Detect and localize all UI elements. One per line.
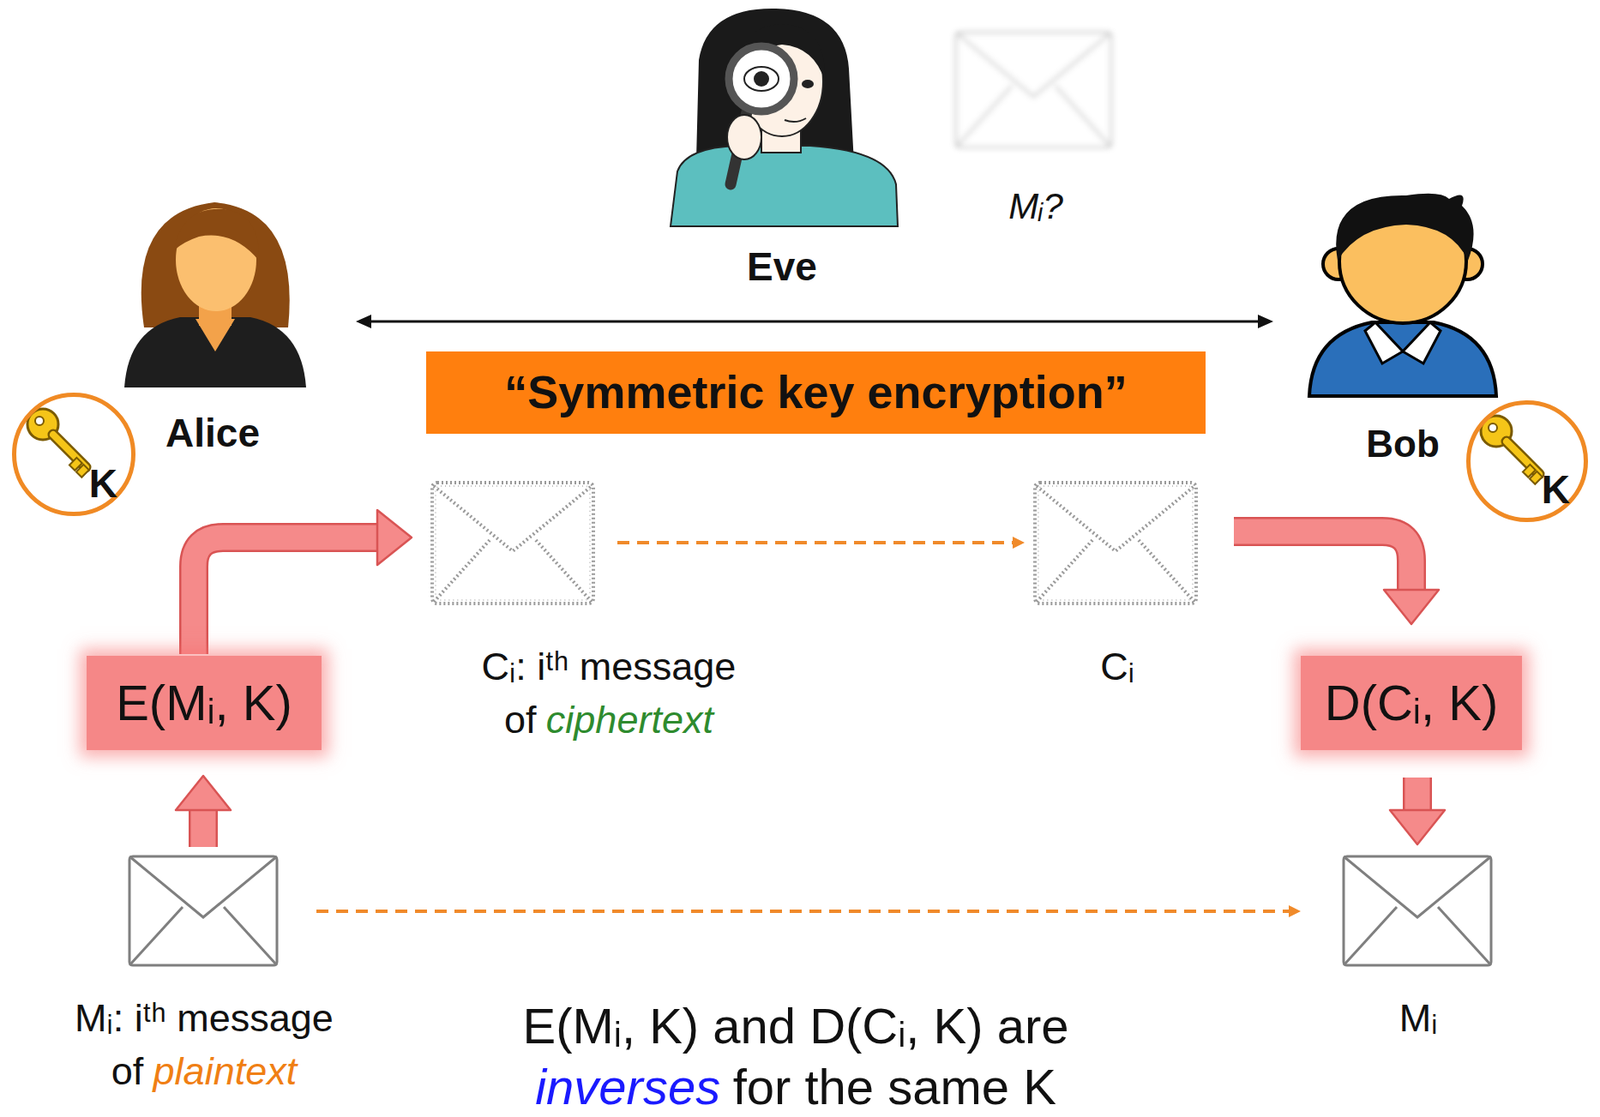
ciphertext-envelope [1034,482,1197,604]
key-badge: K [1466,400,1588,523]
caption: Mᵢ: iᵗʰ messageofplaintext [74,992,334,1099]
alice-illustration [124,202,307,388]
dashed-arrow [617,536,1025,549]
arrow-outline [188,808,218,848]
text-label: E(Mᵢ, K) [115,675,293,731]
arrow-line [617,541,1015,545]
arrow-body [1405,777,1431,813]
block-arrow [1233,531,1439,625]
arrow-outline [193,537,379,655]
text-label: Mᵢ [1399,996,1438,1041]
title-band: “Symmetric key encryption” [426,351,1206,434]
arrow-body [193,537,379,655]
plaintext-envelope-node: Mᵢ: iᵗʰ messageofplaintext [127,854,279,968]
caption: Bob [1365,418,1440,471]
text-label: Cᵢ [1100,644,1135,689]
caption: Mᵢ? [1008,181,1064,232]
arrow-head [355,314,372,329]
text-label: plaintext [153,1049,298,1094]
arrow-outline [1233,531,1412,592]
text-label: Bob [1365,422,1440,465]
encrypt-box: E(Mᵢ, K) [86,655,322,751]
plaintext-envelope [1343,856,1492,966]
text-label: K [1541,469,1570,510]
text-label: of [111,1049,145,1094]
text-label: Alice [165,410,260,456]
caption: Eve [746,240,818,295]
caption-line: Cᵢ [1100,640,1135,694]
decrypt-box: D(Cᵢ, K) [1300,655,1522,751]
block-arrow [1389,777,1445,845]
ciphertext-envelope-node: Cᵢ: iᵗʰ messageofciphertext [428,479,597,608]
note-text: E(Mᵢ, K) and D(Cᵢ, K) areinversesfor the… [522,996,1069,1117]
caption-line: ofciphertext [481,693,737,747]
bob-illustration [1309,193,1497,397]
caption: Alice [165,406,260,461]
text-label: Mᵢ: iᵗʰ message [74,996,334,1041]
intercepted-envelope: Mᵢ? [954,30,1113,149]
eve-figure: Eve [668,8,899,228]
alice-figure: Alice [122,198,307,388]
text-label: of [504,697,537,742]
text-label: ciphertext [546,697,714,742]
caption: Cᵢ [1100,640,1135,694]
eve-illustration [670,8,898,227]
plaintext-envelope [129,856,277,966]
text-label: D(Cᵢ, K) [1324,675,1498,731]
note-line: E(Mᵢ, K) and D(Cᵢ, K) are [522,996,1069,1058]
caption-line: Mᵢ [1399,992,1438,1046]
block-arrow [193,510,412,655]
arrow-head [1012,536,1025,549]
arrow-head [1288,905,1301,918]
arrow-head [377,510,412,566]
text-label: Mᵢ? [1008,186,1064,227]
arrow-body [1233,531,1412,592]
arrow-line [316,909,1291,914]
key-icon [1480,415,1543,485]
caption-line: Alice [165,406,260,461]
dashed-arrow [316,905,1301,918]
plaintext-envelope-node: Mᵢ [1341,854,1493,968]
caption: Cᵢ: iᵗʰ messageofciphertext [481,640,737,747]
caption-line: Mᵢ? [1008,181,1064,232]
text-label: E(Mᵢ, K) and D(Cᵢ, K) are [522,998,1069,1054]
caption: Mᵢ [1399,992,1438,1046]
caption-line: ofplaintext [74,1045,334,1099]
blurred-envelope [956,32,1112,147]
block-arrow [175,775,231,848]
text-label: Cᵢ: iᵗʰ message [481,644,737,689]
caption-line: Bob [1365,418,1440,471]
arrow-head [175,775,231,811]
text-label: “Symmetric key encryption” [504,366,1127,418]
arrow-head [1383,589,1439,625]
text-label: for the same K [733,1058,1057,1115]
arrow-head [1389,810,1445,845]
bob-figure: Bob [1305,193,1500,398]
caption-line: Mᵢ: iᵗʰ message [74,992,334,1046]
note-line: inversesfor the same K [522,1057,1069,1117]
key-icon [27,409,90,478]
arrow-body [191,808,217,848]
text-label: Eve [746,244,818,289]
text-label: inverses [535,1058,721,1115]
ciphertext-envelope [432,482,594,604]
arrow-head [1257,314,1274,329]
key-badge: K [12,392,136,517]
caption-line: Eve [746,240,818,295]
caption-line: Cᵢ: iᵗʰ message [481,640,737,694]
ciphertext-envelope-node: Cᵢ [1031,479,1200,608]
double-arrow [355,314,1274,329]
arrow-outline [1402,777,1432,813]
arrow-line [369,320,1260,324]
text-label: K [89,463,118,504]
